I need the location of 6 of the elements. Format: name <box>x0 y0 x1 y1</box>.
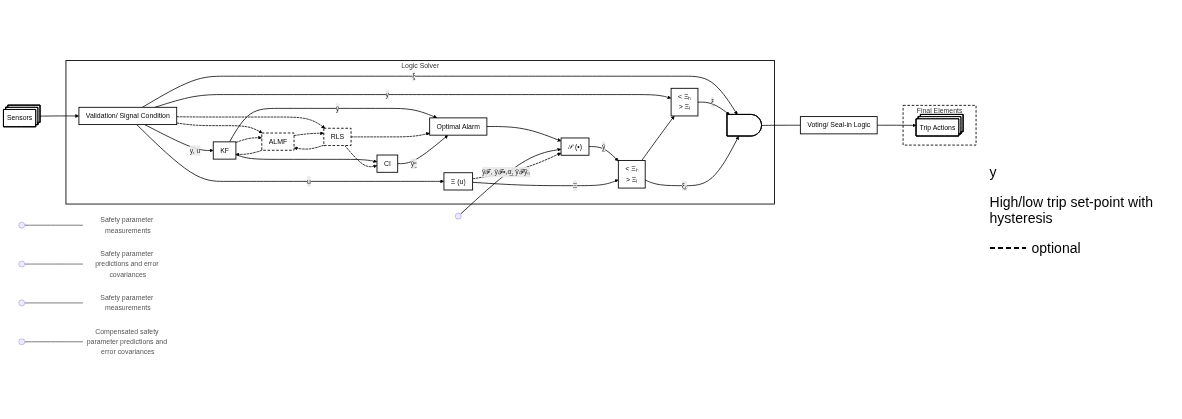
connector <box>24 224 84 226</box>
connector <box>761 124 801 126</box>
note-text: High/low trip set-point with hysteresis <box>989 193 1154 226</box>
note-text: y <box>989 163 998 180</box>
connector <box>24 341 84 342</box>
legend-text: optional <box>1031 239 1081 256</box>
